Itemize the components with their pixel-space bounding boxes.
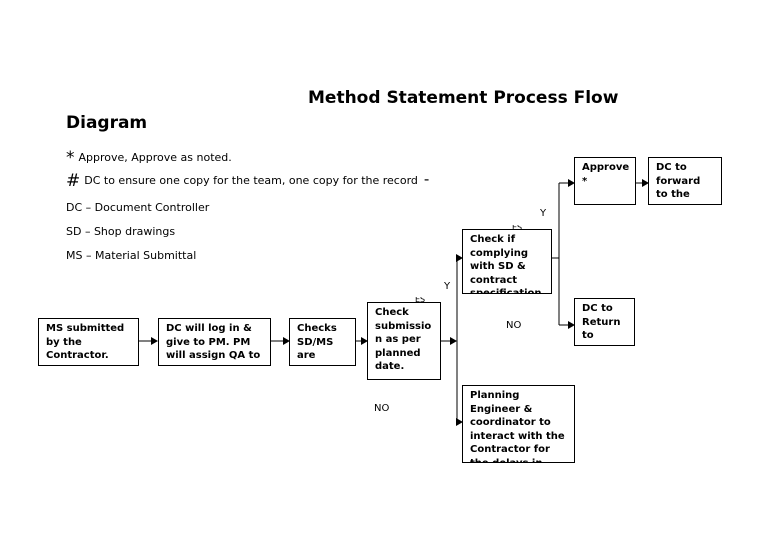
box-dc-return: DC to Return to (574, 298, 635, 346)
legend-dc-copy-text: DC to ensure one copy for the team, one … (84, 174, 418, 187)
box-check-submission: Check submissio n as per planned date. (367, 302, 441, 380)
legend-dash: - (423, 170, 430, 188)
label-fragment-lower: ES (415, 297, 426, 302)
legend-ms: MS – Material Submittal (66, 249, 197, 262)
box-approve: Approve * (574, 157, 636, 205)
box-checks: Checks SD/MS are (289, 318, 356, 366)
asterisk-symbol: * (66, 148, 75, 168)
legend-dc-copy: #DC to ensure one copy for the team, one… (66, 170, 429, 191)
legend-dc: DC – Document Controller (66, 201, 210, 214)
hash-symbol: # (66, 171, 81, 191)
box-ms-submitted: MS submitted by the Contractor. (38, 318, 139, 366)
legend-approve: *Approve, Approve as noted. (66, 148, 232, 168)
page-title: Method Statement Process Flow (308, 88, 619, 108)
box-check-complying: Check if complying with SD & contract sp… (462, 229, 552, 294)
label-fragment-upper: ES (512, 225, 523, 230)
legend-approve-text: Approve, Approve as noted. (78, 151, 232, 164)
label-no-lower: NO (374, 403, 390, 414)
label-yes-lower: Y (444, 281, 451, 292)
box-planning-engineer: Planning Engineer & coordinator to inter… (462, 385, 575, 463)
box-dc-forward: DC to forward to the (648, 157, 722, 205)
legend-sd: SD – Shop drawings (66, 225, 176, 238)
box-dc-log: DC will log in & give to PM. PM will ass… (158, 318, 271, 366)
label-no-upper: NO (506, 320, 522, 331)
page-title-continued: Diagram (66, 113, 148, 133)
label-yes-upper: Y (540, 208, 547, 219)
